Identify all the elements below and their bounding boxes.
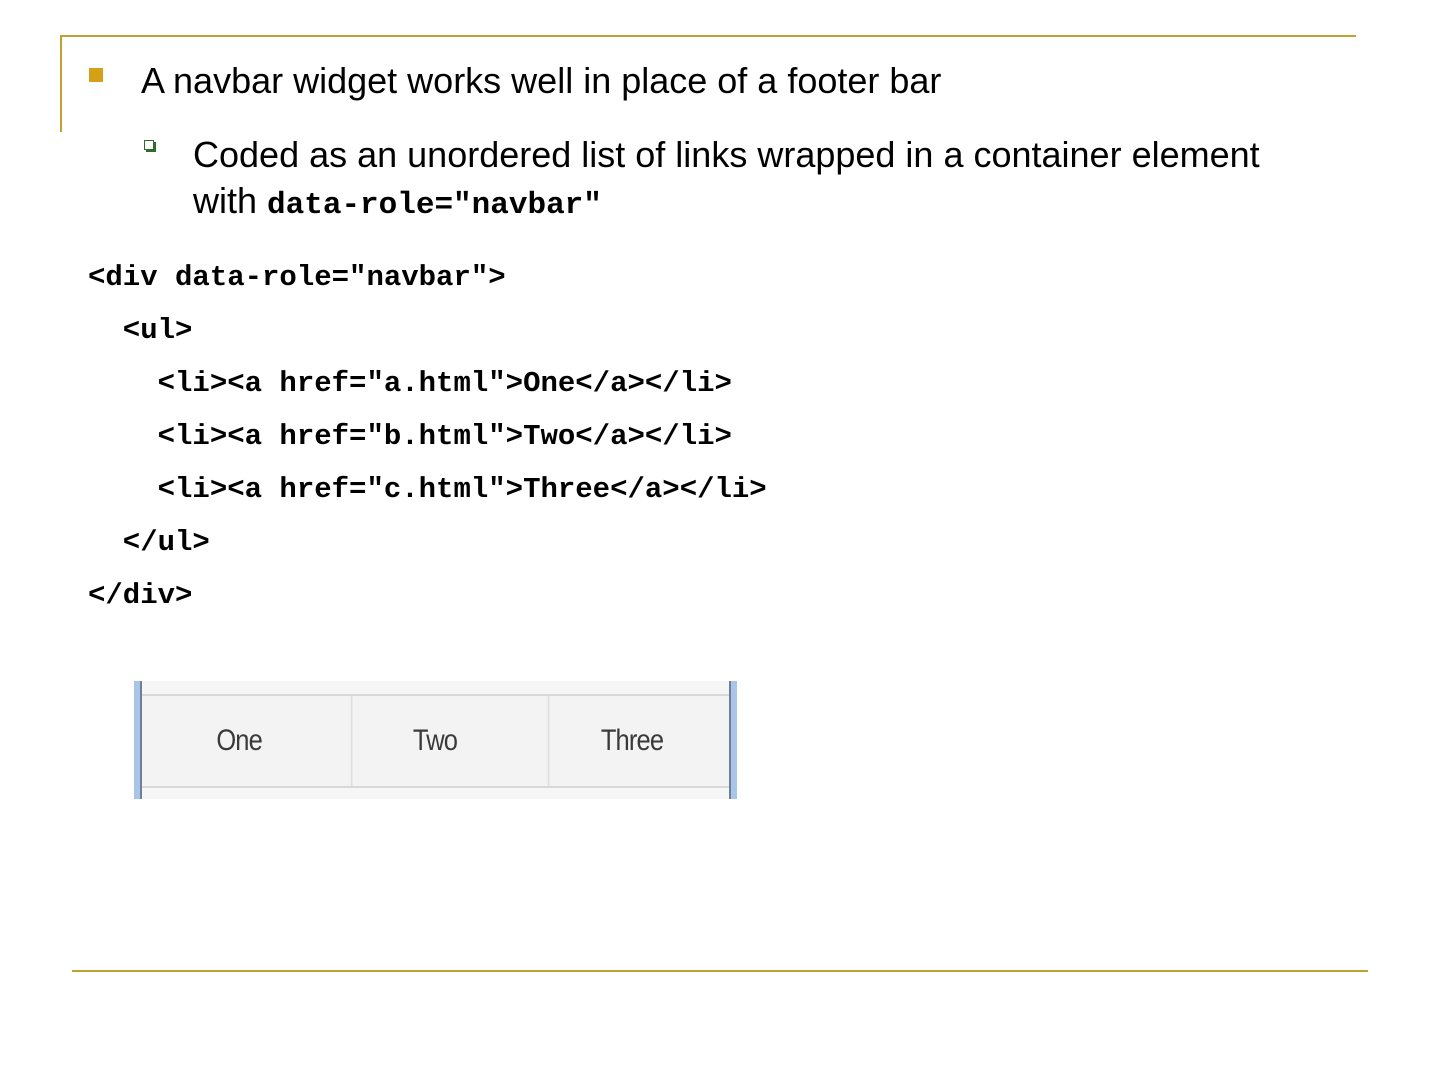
navbar-example-item-three: Three: [547, 696, 714, 786]
navbar-example-screenshot: One Two Three: [134, 681, 737, 799]
bottom-divider: [72, 970, 1368, 972]
code-line: </div>: [88, 579, 193, 612]
bullet-text-sub-code: data-role="navbar": [267, 188, 602, 223]
navbar-example-item-two: Two: [351, 696, 518, 786]
screenshot-edge-right: [729, 681, 731, 799]
navbar-example-bar: One Two Three: [142, 694, 729, 788]
code-block: <div data-role="navbar"> <ul> <li><a hre…: [88, 251, 767, 622]
square-bullet-icon: [89, 68, 103, 82]
navbar-example-item-one: One: [216, 724, 263, 757]
code-line: </ul>: [88, 526, 210, 559]
code-line: <li><a href="b.html">Two</a></li>: [88, 420, 732, 453]
hollow-square-bullet-icon: [144, 140, 154, 150]
screenshot-edge-left: [140, 681, 142, 799]
code-line: <li><a href="a.html">One</a></li>: [88, 367, 732, 400]
code-line: <ul>: [88, 314, 193, 347]
bullet-text-main: A navbar widget works well in place of a…: [141, 60, 942, 101]
bullet-text-sub: Coded as an unordered list of links wrap…: [193, 132, 1313, 229]
bullet-text-sub-prose: Coded as an unordered list of links wrap…: [193, 134, 1260, 221]
left-divider: [60, 35, 62, 132]
code-line: <div data-role="navbar">: [88, 261, 506, 294]
code-line: <li><a href="c.html">Three</a></li>: [88, 473, 767, 506]
top-divider: [60, 35, 1356, 37]
